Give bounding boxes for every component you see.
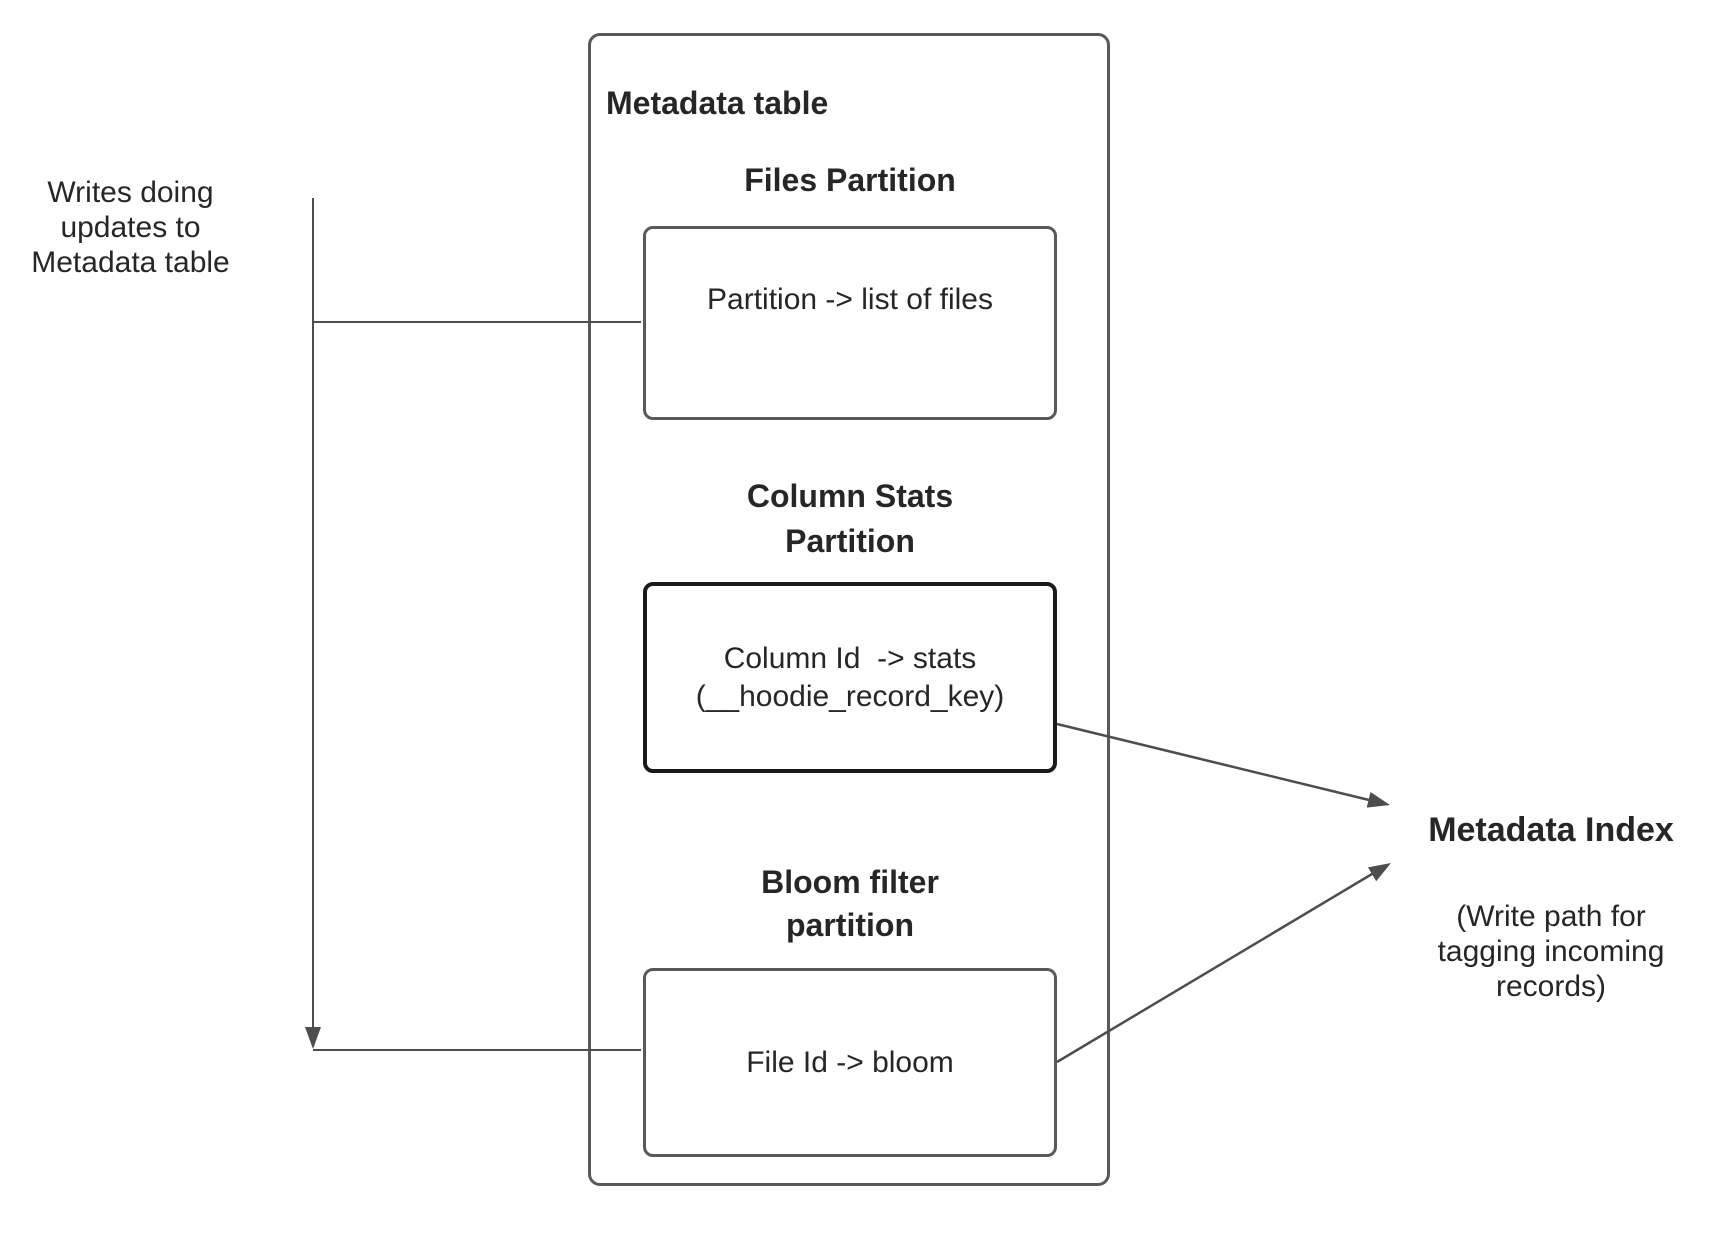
metadata-index-subtitle: (Write path for tagging incoming records… [1437,900,1665,1003]
bloom-arrowhead-icon [1368,863,1391,882]
metadata-table-title: Metadata table [606,85,829,121]
metadata-index-title: Metadata Index [1428,811,1674,849]
bloom-filter-box: File Id -> bloom [643,968,1057,1157]
writes-note: Writes doing updates to Metadata table [31,176,230,279]
column-stats-box: Column Id -> stats (__hoodie_record_key) [643,582,1057,773]
bloom-filter-label: File Id -> bloom [746,1045,954,1079]
column-stats-label: Column Id -> stats (__hoodie_record_key) [695,641,1005,713]
bloom-filter-heading: Bloom filter partition [761,864,939,943]
writes-arrowhead-icon [305,1027,321,1049]
column-stats-heading: Column Stats Partition [746,478,954,559]
files-partition-heading: Files Partition [744,162,956,198]
files-partition-label: Partition -> list of files [707,283,993,316]
metadata-table-box [588,33,1110,1186]
column-stats-arrowhead-icon [1366,792,1390,808]
files-partition-box: Partition -> list of files [643,226,1057,420]
